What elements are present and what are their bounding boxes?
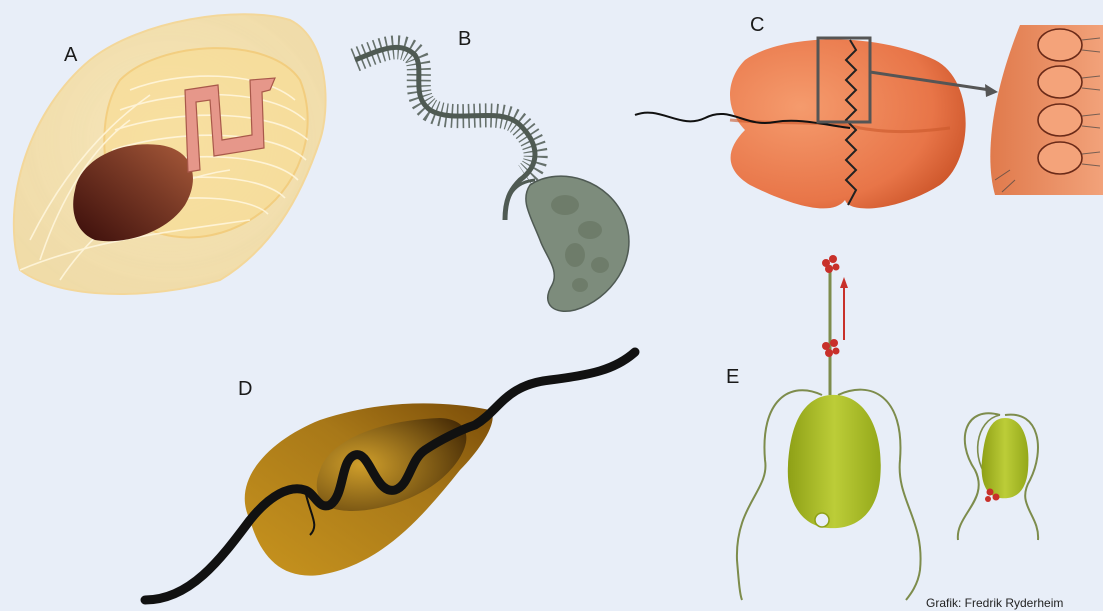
cell-e-large-notch (815, 513, 829, 527)
hairy-flagellum (355, 47, 535, 220)
figure-b (355, 47, 629, 311)
figure-e (737, 255, 1038, 600)
red-particles-top (822, 255, 840, 273)
cell-e-small (982, 418, 1029, 498)
figure-a (14, 14, 326, 294)
panel-label-e: E (726, 366, 739, 389)
panel-label-c: C (750, 14, 764, 37)
figure-d (145, 352, 635, 600)
cell-e-large (788, 395, 881, 528)
panel-label-a: A (64, 44, 77, 67)
panel-label-b: B (458, 28, 471, 51)
flagellum-hairs (355, 47, 536, 175)
panel-label-d: D (238, 378, 252, 401)
figure-c (635, 25, 1103, 208)
transport-arrow-head (840, 277, 848, 288)
detail-arrow-head (985, 84, 998, 97)
image-credit: Grafik: Fredrik Ryderheim (926, 596, 1063, 610)
